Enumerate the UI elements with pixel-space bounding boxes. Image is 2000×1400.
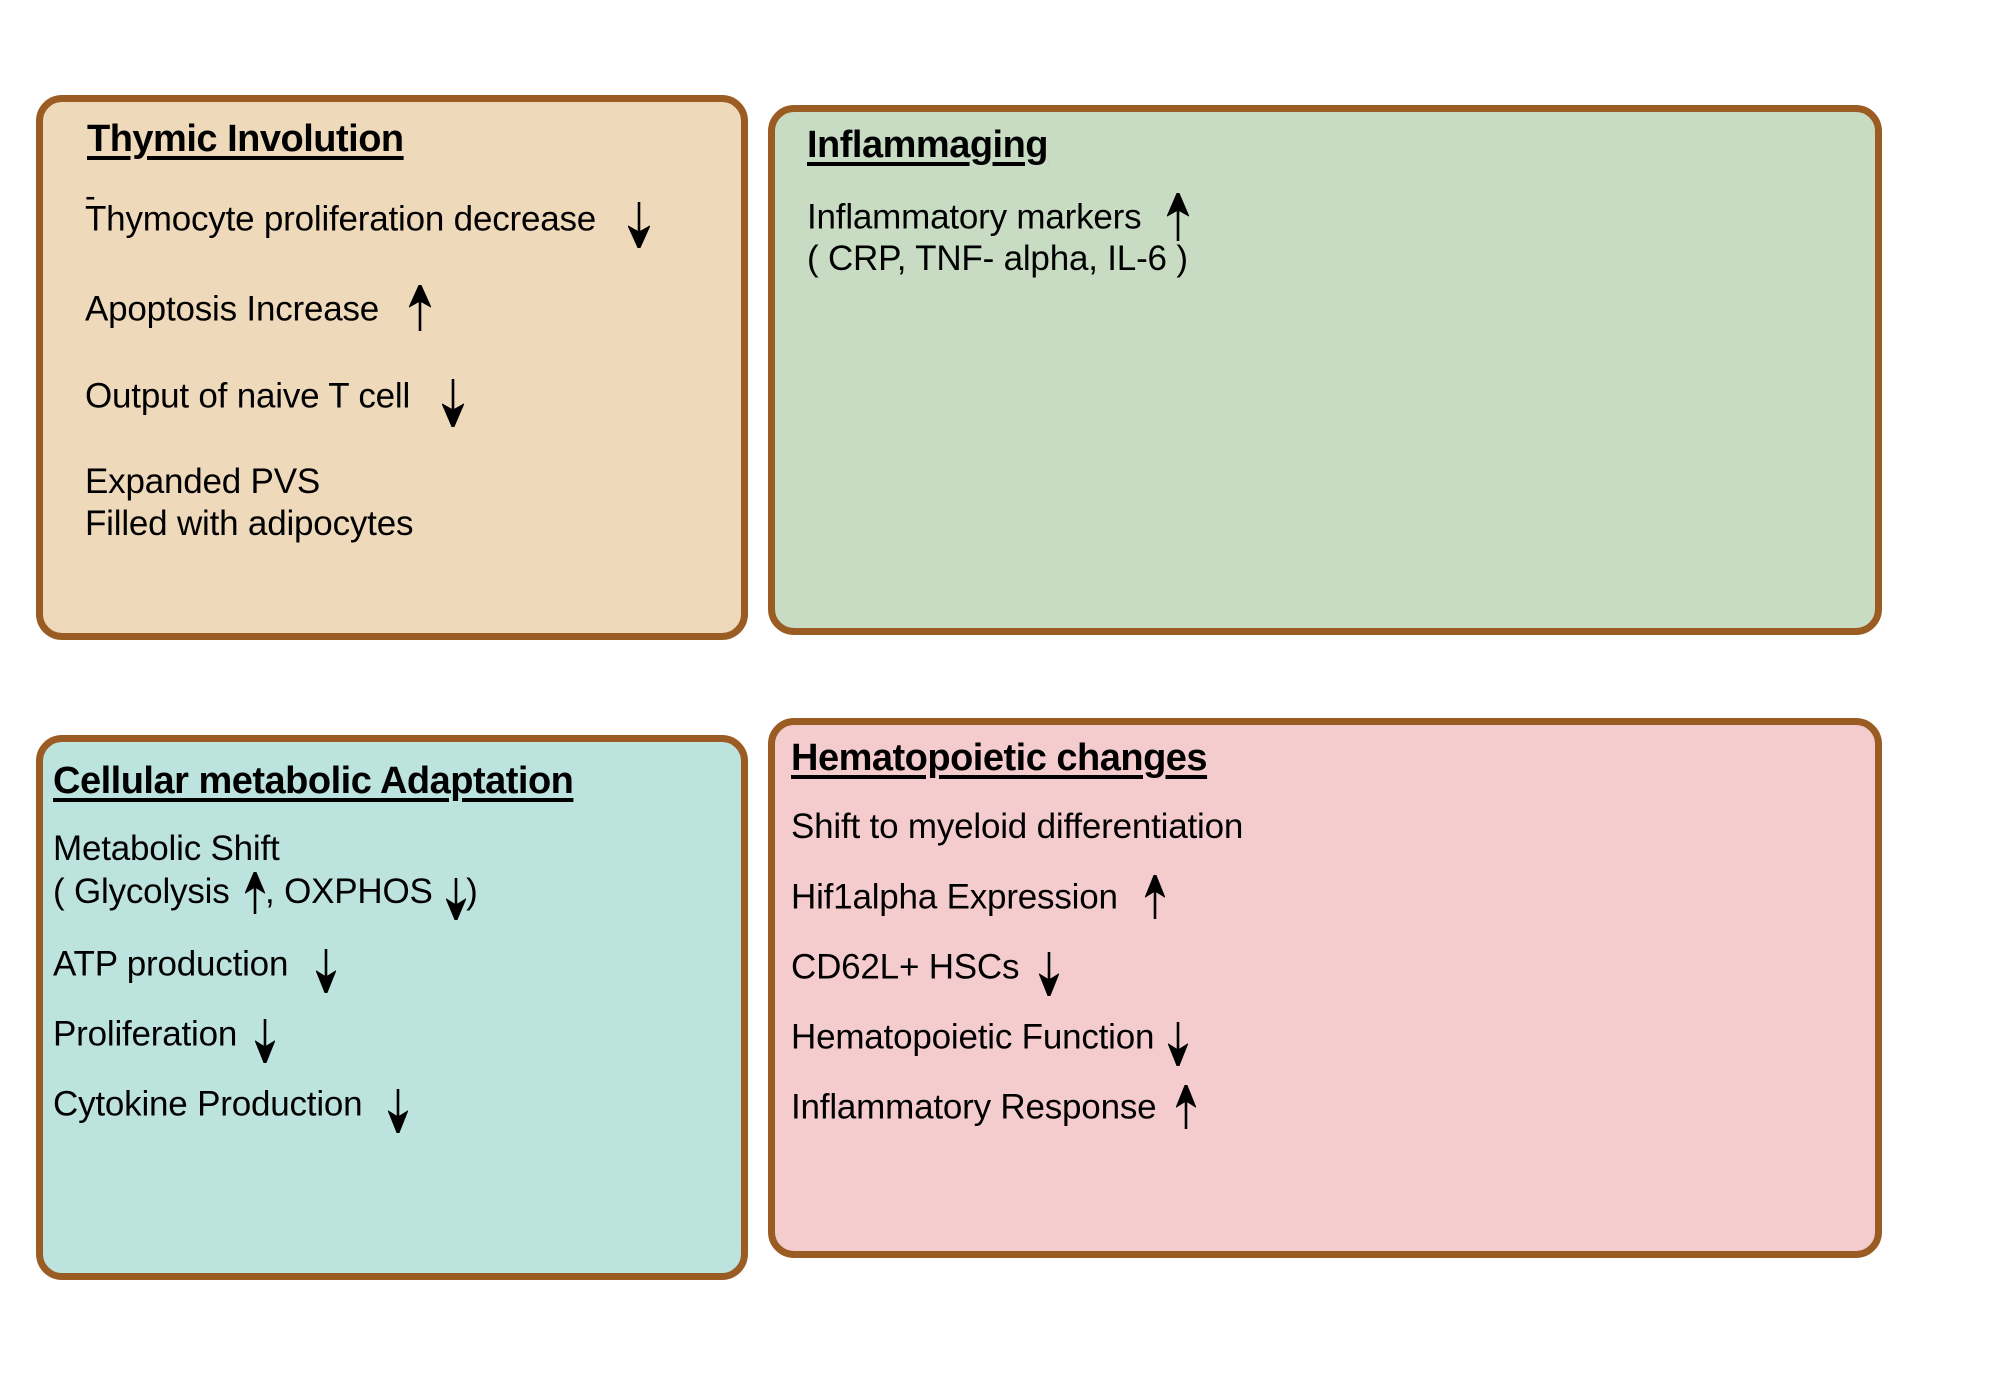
down-arrow-icon	[446, 877, 467, 920]
cellular-item-5-label: Cytokine Production	[53, 1084, 363, 1124]
hematopoietic-item-4: Hematopoietic Function	[791, 1017, 1188, 1066]
thymic-item-3-label: Output of naive T cell	[85, 376, 411, 416]
cellular-item-2-suffix: )	[466, 872, 478, 911]
thymic-item-4: Expanded PVS	[85, 462, 320, 502]
panel-hematopoietic-changes: Hematopoietic changes Shift to myeloid d…	[768, 718, 1882, 1258]
thymic-dash-marker: -	[85, 178, 96, 214]
down-arrow-icon	[254, 1019, 275, 1063]
panel-hematopoietic-title: Hematopoietic changes	[791, 737, 1208, 779]
up-arrow-icon	[408, 285, 431, 331]
inflammaging-item-2: ( CRP, TNF- alpha, IL-6 )	[807, 239, 1188, 279]
inflammaging-item-1-label: Inflammatory markers	[807, 197, 1142, 237]
panel-cellular-title: Cellular metabolic Adaptation	[53, 760, 574, 802]
up-arrow-icon	[245, 871, 266, 914]
down-arrow-icon	[1038, 952, 1059, 996]
thymic-item-2: Apoptosis Increase	[85, 285, 431, 334]
thymic-item-1: Thymocyte proliferation decrease	[85, 198, 650, 248]
down-arrow-icon	[387, 1089, 408, 1133]
cellular-item-2: ( Glycolysis , OXPHOS )	[53, 871, 478, 920]
thymic-item-5: Filled with adipocytes	[85, 504, 413, 544]
cellular-item-3-label: ATP production	[53, 944, 289, 984]
cellular-item-4-label: Proliferation	[53, 1014, 238, 1054]
panel-inflammaging-title: Inflammaging	[807, 124, 1049, 166]
hematopoietic-item-1-label: Shift to myeloid differentiation	[791, 807, 1244, 846]
hematopoietic-item-3-label: CD62L+ HSCs	[791, 947, 1020, 987]
hematopoietic-item-2: Hif1alpha Expression	[791, 875, 1166, 921]
hematopoietic-item-3: CD62L+ HSCs	[791, 947, 1059, 996]
panel-inflammaging: Inflammaging Inflammatory markers ( CRP,…	[768, 105, 1882, 635]
cellular-item-1-label: Metabolic Shift	[53, 829, 280, 868]
inflammaging-item-2-label: ( CRP, TNF- alpha, IL-6 )	[807, 239, 1188, 278]
thymic-item-2-label: Apoptosis Increase	[85, 289, 380, 329]
thymic-item-5-label: Filled with adipocytes	[85, 504, 414, 543]
thymic-item-3: Output of naive T cell	[85, 374, 464, 427]
panel-thymic-involution: Thymic Involution - Thymocyte proliferat…	[36, 95, 748, 640]
thymic-item-1-label: Thymocyte proliferation decrease	[85, 199, 597, 239]
up-arrow-icon	[1175, 1085, 1196, 1129]
down-arrow-icon	[315, 949, 336, 993]
cellular-item-2-prefix: ( Glycolysis	[53, 872, 230, 911]
panel-thymic-title: Thymic Involution	[87, 118, 404, 160]
hematopoietic-item-5-label: Inflammatory Response	[791, 1087, 1157, 1127]
inflammaging-item-1: Inflammatory markers	[807, 193, 1189, 243]
hematopoietic-item-1: Shift to myeloid differentiation	[791, 807, 1243, 847]
down-arrow-icon	[627, 202, 650, 248]
cellular-item-5: Cytokine Production	[53, 1084, 408, 1133]
down-arrow-icon	[441, 379, 464, 427]
cellular-item-4: Proliferation	[53, 1014, 275, 1063]
cellular-item-3: ATP production	[53, 944, 336, 993]
cellular-item-1: Metabolic Shift	[53, 829, 280, 869]
up-arrow-icon	[1145, 875, 1166, 919]
hematopoietic-item-2-label: Hif1alpha Expression	[791, 877, 1118, 917]
panel-cellular-metabolic-adaptation: Cellular metabolic Adaptation Metabolic …	[36, 735, 748, 1280]
hematopoietic-item-4-label: Hematopoietic Function	[791, 1017, 1155, 1057]
up-arrow-icon	[1166, 193, 1189, 241]
cellular-item-2-mid: , OXPHOS	[265, 872, 433, 911]
thymic-item-4-label: Expanded PVS	[85, 462, 320, 501]
down-arrow-icon	[1167, 1022, 1188, 1066]
hematopoietic-item-5: Inflammatory Response	[791, 1085, 1196, 1131]
